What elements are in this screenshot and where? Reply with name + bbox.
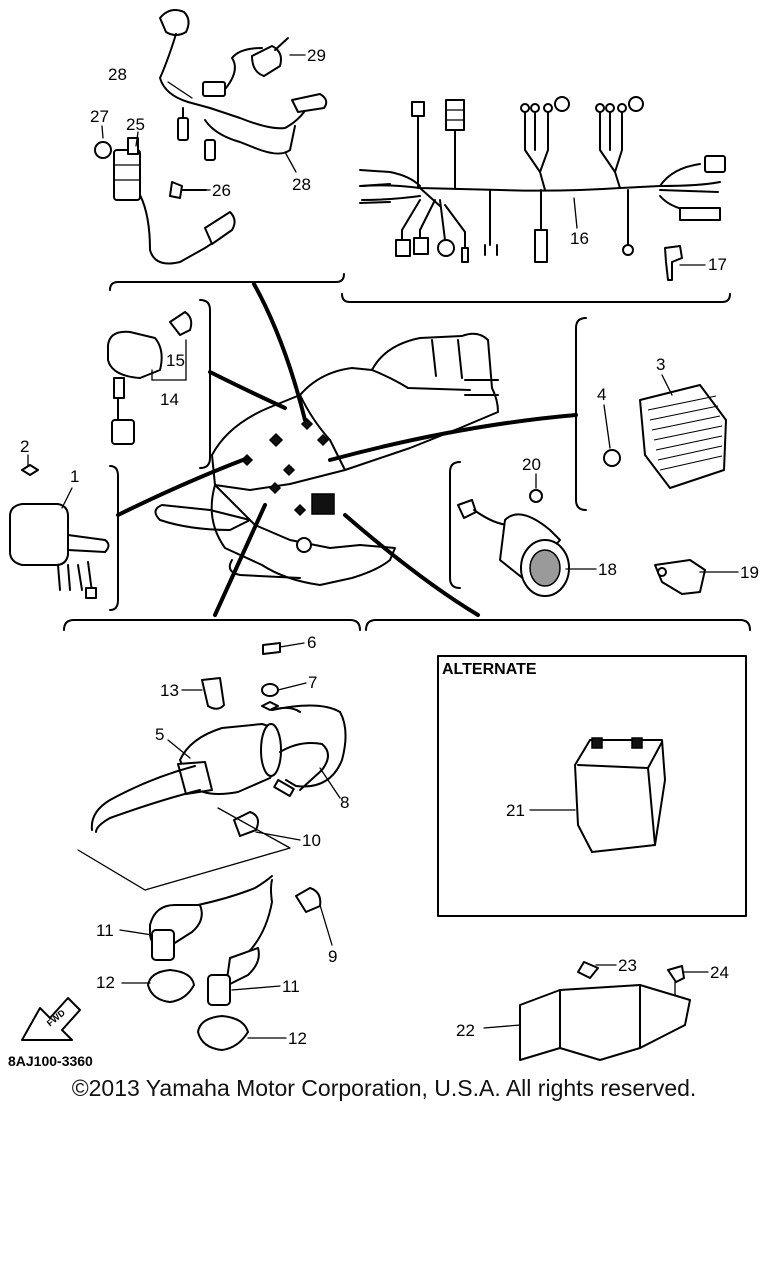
callout-28b: 28 [292,175,311,194]
copyright-notice: ©2013 Yamaha Motor Corporation, U.S.A. A… [71,1075,697,1101]
callout-29: 29 [307,46,326,65]
callout-25: 25 [126,115,145,134]
callout-2: 2 [20,437,29,456]
callout-10: 10 [302,831,321,850]
battery-bracket-group [519,961,691,1061]
callout-27: 27 [90,107,109,126]
callout-23: 23 [618,956,637,975]
exploded-parts-diagram: 1 2 3 4 5 6 7 8 9 10 11 11 12 12 13 14 1… [8,9,759,1069]
callout-6: 6 [307,633,316,652]
callout-26: 26 [212,181,231,200]
callout-leaders [27,54,739,1039]
callout-3: 3 [656,355,665,374]
starter-group [457,489,706,597]
callout-18: 18 [598,560,617,579]
callout-11b: 11 [282,977,300,996]
main-harness-group [359,96,726,281]
callout-7: 7 [308,673,317,692]
front-arrow [21,997,81,1041]
alternate-box [437,655,747,917]
callout-14: 14 [160,390,179,409]
callout-16: 16 [570,229,589,248]
callout-24: 24 [710,963,729,982]
ignition-coil-group [77,642,347,1051]
callout-labels: 1 2 3 4 5 6 7 8 9 10 11 11 12 12 13 14 1… [8,46,759,1069]
regulator-group [603,384,727,489]
callout-20: 20 [522,455,541,474]
alternate-title: ALTERNATE [442,661,537,678]
callout-19: 19 [740,563,759,582]
leader-lines [116,282,578,617]
callout-12a: 12 [96,973,115,992]
callout-12b: 12 [288,1029,307,1048]
diagram-code: 8AJ100-3360 [8,1053,93,1069]
snowmobile-silhouette [154,332,499,586]
callout-5: 5 [155,725,164,744]
callout-15: 15 [166,351,185,370]
callout-17: 17 [708,255,727,274]
callout-4: 4 [597,385,606,404]
callout-11a: 11 [96,921,114,940]
callout-8: 8 [340,793,349,812]
callout-1: 1 [70,467,79,486]
callout-9: 9 [328,947,337,966]
main-switch-group [107,311,193,445]
sub-harness-group [94,9,328,265]
callout-13: 13 [160,681,179,700]
cdi-unit-group [9,464,110,599]
callout-21: 21 [506,801,525,820]
callout-22: 22 [456,1021,475,1040]
callout-28a: 28 [108,65,127,84]
